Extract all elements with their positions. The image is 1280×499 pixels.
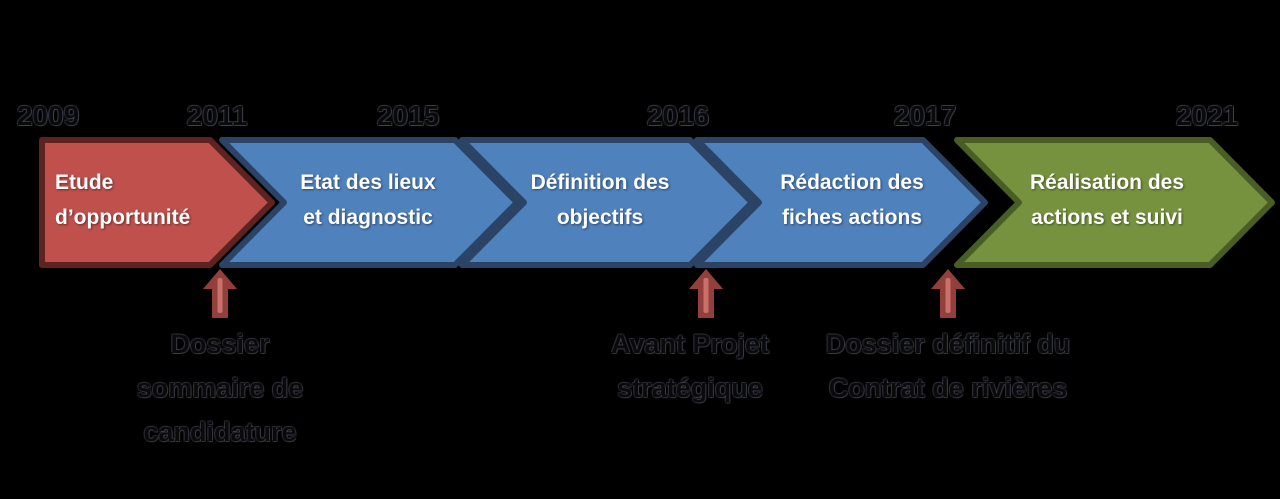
stage-label-line: objectifs	[556, 206, 644, 229]
stage-label-definition-objectifs: Définition des objectifs	[531, 165, 670, 235]
milestone-line: Contrat de rivières	[828, 373, 1068, 403]
stage-chevron-etude-opportunite	[39, 137, 275, 268]
year-label-2015: 2015	[376, 100, 440, 131]
stage-label-line: Rédaction des	[780, 171, 924, 194]
stage-label-line: et diagnostic	[303, 206, 433, 229]
milestone-label-avant-projet: Avant Projet stratégique	[611, 322, 769, 410]
stage-label-line: Etude	[55, 171, 114, 194]
stage-chevron-redaction-fiches	[694, 137, 988, 268]
milestone-line: Dossier	[170, 329, 270, 359]
milestone-line: Dossier définitif du	[825, 329, 1071, 359]
stage-label-line: Définition des	[530, 171, 670, 194]
stage-label-line: d’opportunité	[55, 206, 191, 229]
stage-label-realisation-actions: Réalisation des actions et suivi	[1030, 165, 1184, 235]
year-label-2017: 2017	[893, 100, 957, 131]
stage-chevron-etat-des-lieux	[219, 137, 520, 268]
milestone-label-dossier-definitif: Dossier définitif du Contrat de rivières	[826, 322, 1071, 410]
stage-label-redaction-fiches: Rédaction des fiches actions	[780, 165, 924, 235]
stage-chevron-definition-objectifs	[459, 137, 755, 268]
arrow-highlight	[945, 278, 951, 313]
milestone-arrow-dossier-definitif	[931, 269, 965, 318]
stage-label-line: fiches actions	[781, 206, 923, 229]
stage-label-line: Etat des lieux	[300, 171, 436, 194]
year-label-2016: 2016	[646, 100, 710, 131]
milestone-arrow-avant-projet	[689, 269, 723, 318]
milestone-line: candidature	[143, 417, 297, 447]
year-label-2011: 2011	[186, 100, 248, 131]
stage-label-line: Réalisation des	[1029, 171, 1185, 194]
arrow-highlight	[703, 278, 709, 313]
stage-label-line: actions et suivi	[1031, 206, 1183, 229]
milestone-arrow-dossier-sommaire	[203, 269, 237, 318]
stage-chevron-realisation-actions	[954, 137, 1275, 268]
milestone-line: stratégique	[617, 373, 763, 403]
year-label-2021: 2021	[1175, 100, 1239, 131]
stage-label-etat-des-lieux: Etat des lieux et diagnostic	[300, 165, 435, 235]
year-label-2009: 2009	[16, 100, 80, 131]
arrow-highlight	[217, 278, 223, 313]
milestone-line: sommaire de	[136, 373, 304, 403]
milestone-line: Avant Projet	[610, 329, 770, 359]
milestone-label-dossier-sommaire: Dossier sommaire de candidature	[137, 322, 304, 454]
stage-label-etude-opportunite: Etude d’opportunité	[55, 165, 190, 235]
